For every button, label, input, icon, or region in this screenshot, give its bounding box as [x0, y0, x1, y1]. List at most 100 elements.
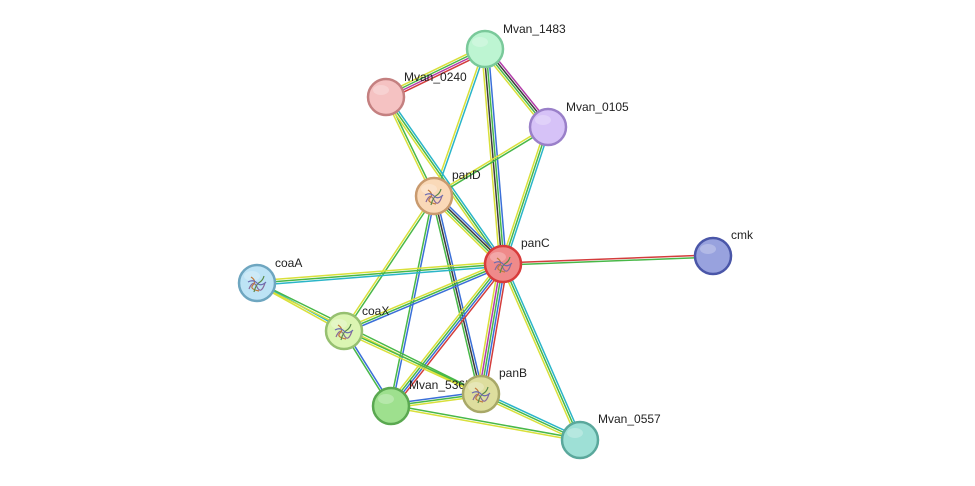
structure-trace [472, 393, 490, 402]
edge-evidence-strand [256, 261, 503, 282]
node-panB[interactable]: panB [461, 366, 527, 414]
node-label: panC [521, 236, 550, 250]
node-highlight [378, 394, 394, 404]
edge-evidence-strand [500, 264, 579, 442]
edge-evidence-strand [343, 331, 481, 396]
node-highlight [244, 271, 260, 281]
edge-evidence-strand [344, 329, 482, 394]
edge-evidence-strand [480, 49, 501, 265]
edge-evidence-strand [256, 283, 481, 396]
structure-trace [493, 261, 513, 267]
structure-trace [494, 263, 512, 272]
protein-structure-icon [247, 275, 267, 293]
edge-evidence-strand [344, 196, 436, 333]
edge-panC-coaX[interactable] [342, 261, 505, 334]
structure-trace [248, 282, 266, 291]
edge-evidence-strand [387, 95, 506, 264]
edge-evidence-strand [475, 263, 500, 394]
edge-evidence-strand [435, 195, 484, 394]
edge-coaX-panB[interactable] [343, 329, 482, 396]
structure-trace [477, 386, 489, 404]
structure-trace [340, 323, 352, 341]
node-highlight [535, 115, 551, 125]
node-panD[interactable]: panD [414, 168, 481, 216]
edge-panD-panB[interactable] [431, 195, 484, 395]
edge-evidence-strand [484, 264, 509, 395]
structure-trace [430, 188, 442, 206]
node-circle[interactable] [366, 77, 406, 117]
edge-Mvan_0105-panC[interactable] [500, 126, 551, 265]
edge-evidence-strand [503, 256, 714, 266]
edge-evidence-strand [342, 261, 503, 330]
edge-evidence-strand [480, 263, 504, 395]
structure-trace [247, 280, 267, 286]
edge-panC-Mvan_5365[interactable] [387, 261, 507, 409]
edge-evidence-strand [502, 263, 581, 441]
node-Mvan_1483[interactable]: Mvan_1483 [465, 22, 566, 69]
edge-coaA-panB[interactable] [256, 281, 482, 396]
edge-evidence-strand [257, 281, 482, 394]
edge-Mvan_1483-panC[interactable] [480, 48, 508, 265]
edge-panC-Mvan_0557[interactable] [500, 262, 583, 442]
node-highlight [472, 37, 488, 47]
edge-evidence-strand [431, 196, 480, 395]
edge-evidence-strand [485, 48, 505, 264]
edge-panD-coaX[interactable] [342, 194, 436, 333]
edge-evidence-strand [478, 263, 502, 394]
node-Mvan_5365[interactable]: Mvan_5365 [371, 378, 472, 426]
node-circle[interactable] [371, 386, 411, 426]
node-label: panB [499, 366, 527, 380]
edge-evidence-strand [344, 265, 505, 334]
edge-evidence-strand [393, 265, 507, 409]
node-label: Mvan_1483 [503, 22, 566, 36]
structure-trace [335, 330, 353, 339]
node-Mvan_0557[interactable]: Mvan_0557 [560, 412, 661, 460]
edge-evidence-strand [256, 263, 504, 284]
node-panC[interactable]: panC [483, 236, 550, 284]
structure-trace [499, 256, 511, 274]
structure-trace [471, 391, 491, 397]
node-highlight [567, 428, 583, 438]
node-Mvan_0105[interactable]: Mvan_0105 [528, 100, 629, 147]
node-highlight [700, 244, 716, 254]
node-label: coaA [275, 256, 302, 270]
structure-trace [253, 275, 265, 293]
edge-panC-cmk[interactable] [502, 254, 714, 266]
edge-evidence-strand [504, 127, 551, 265]
node-coaA[interactable]: coaA [237, 256, 302, 303]
node-label: Mvan_5365 [409, 378, 472, 392]
node-label: Mvan_0557 [598, 412, 661, 426]
node-circle[interactable] [560, 420, 600, 460]
edge-evidence-strand [434, 127, 549, 198]
edge-evidence-strand [387, 261, 501, 405]
structure-trace [424, 193, 444, 199]
edge-evidence-strand [343, 263, 504, 332]
node-label: coaX [362, 304, 389, 318]
node-highlight [373, 85, 389, 95]
edge-evidence-strand [504, 262, 583, 440]
node-Mvan_0240[interactable]: Mvan_0240 [366, 70, 467, 117]
node-coaX[interactable]: coaX [324, 304, 389, 351]
node-circle[interactable] [465, 29, 505, 69]
edge-evidence-strand [390, 406, 580, 442]
node-highlight [331, 319, 347, 329]
node-highlight [468, 382, 484, 392]
edge-panC-panB[interactable] [475, 263, 509, 395]
protein-structure-icon [334, 323, 354, 341]
node-label: panD [452, 168, 481, 182]
edge-Mvan_0105-panD[interactable] [433, 125, 549, 198]
protein-structure-icon [424, 188, 444, 206]
node-circle[interactable] [528, 107, 568, 147]
structure-trace [334, 328, 354, 334]
edge-Mvan_5365-Mvan_0557[interactable] [390, 404, 581, 442]
edge-panC-coaA[interactable] [256, 261, 504, 286]
edge-evidence-strand [389, 262, 503, 406]
node-label: cmk [731, 228, 754, 242]
edge-evidence-strand [502, 254, 713, 264]
structure-trace [425, 195, 443, 204]
edge-evidence-strand [391, 264, 505, 408]
node-circle[interactable] [693, 236, 733, 276]
protein-structure-icon [471, 386, 491, 404]
node-cmk[interactable]: cmk [693, 228, 754, 276]
